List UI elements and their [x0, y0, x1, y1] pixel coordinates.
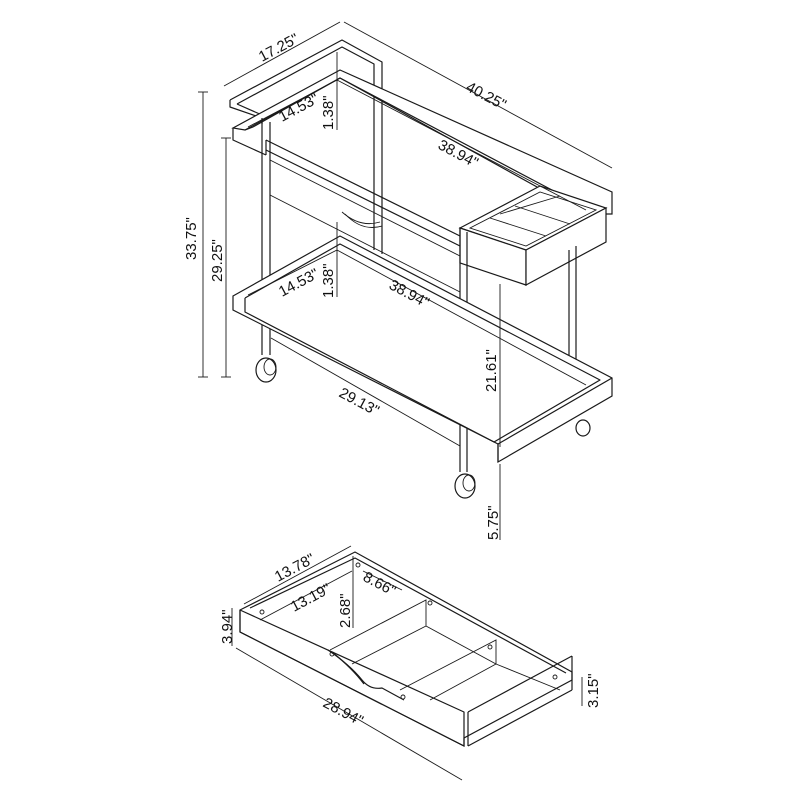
label-bottom-shelf-length: 29.13" [336, 385, 382, 420]
label-front-height: 3.94" [219, 609, 236, 644]
label-floor-clearance: 5.75" [485, 505, 502, 540]
bottom-tray [232, 235, 613, 464]
label-height-overall: 33.75" [183, 217, 200, 260]
label-top-tray-lip: 1.38" [320, 95, 337, 130]
label-outer-length: 28.94" [320, 695, 366, 730]
label-divider-height: 2.68" [337, 593, 354, 628]
label-shelf-spacing: 21.61" [483, 349, 500, 392]
bar-cart-drawing: 17.25" 40.25" 33.75" 29.25" 14.53" 1.38"… [183, 21, 613, 540]
label-top-shelf-height: 29.25" [209, 239, 226, 282]
label-width-overall: 40.25" [463, 79, 509, 114]
drawer-dimension-lines [231, 545, 583, 781]
bottle-holder [458, 185, 608, 287]
cart-dimension-lines [198, 21, 613, 540]
label-bottom-tray-lip: 1.38" [320, 263, 337, 298]
label-back-height: 3.15" [585, 673, 602, 708]
label-depth-overall: 17.25" [256, 30, 302, 65]
drawer-drawing: 13.78" 13.19" 8.66" 2.68" 3.94" 28.94" 3… [219, 545, 602, 781]
casters [255, 357, 591, 499]
